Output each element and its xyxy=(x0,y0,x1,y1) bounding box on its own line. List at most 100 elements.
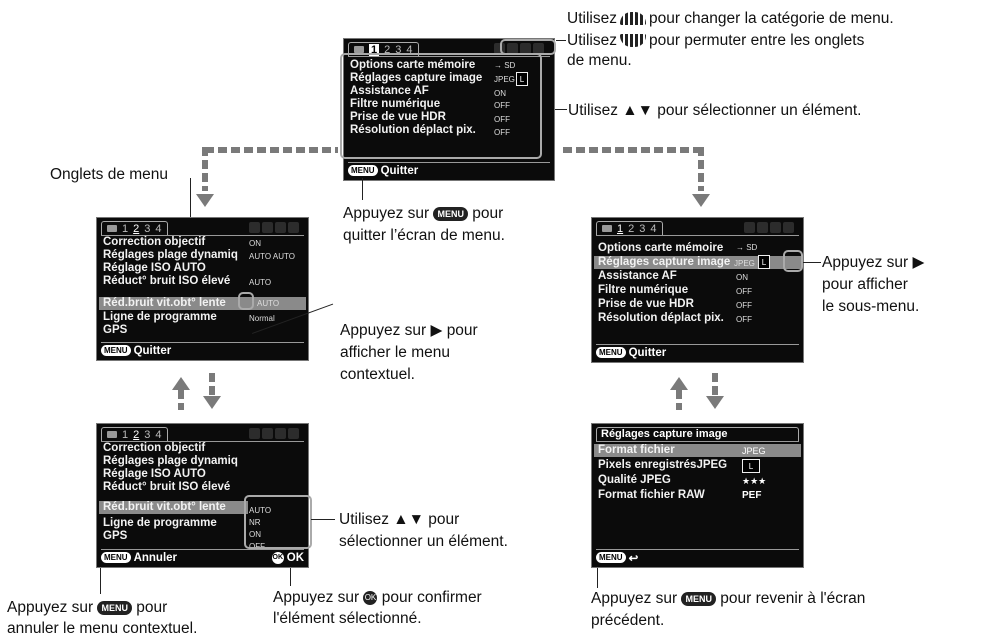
menu-item[interactable]: Options carte mémoire xyxy=(598,242,724,254)
highlight-frame xyxy=(340,53,542,159)
flow-arrow-down xyxy=(692,194,710,207)
menu-item[interactable]: Ligne de programme xyxy=(103,517,217,529)
annotation-back-l2: précédent. xyxy=(591,612,665,629)
menu-item[interactable]: Correction objectif xyxy=(103,442,206,454)
leader-line xyxy=(803,262,821,263)
menu-item[interactable]: Options carte mémoire xyxy=(350,59,476,71)
camera-icon xyxy=(602,225,612,232)
tab-3[interactable]: 3 xyxy=(639,222,646,235)
menu-item-selected[interactable]: Réd.bruit vit.obt° lente xyxy=(103,297,226,309)
menu-item[interactable]: Prise de vue HDR xyxy=(350,111,446,123)
tab-4[interactable]: 4 xyxy=(155,222,162,235)
popup-option[interactable]: ON xyxy=(249,530,261,539)
submenu-item-selected[interactable]: Format fichier xyxy=(598,444,675,456)
item-value: ON xyxy=(494,89,506,98)
annotation-select-2: Utilisez ▲▼ pour xyxy=(339,511,460,528)
annotation-context-1: Appuyez sur ▶ pour xyxy=(340,322,478,339)
other-tabs xyxy=(249,222,299,233)
annotation-tabs-l2: de menu. xyxy=(567,52,632,69)
menu-item[interactable]: GPS xyxy=(103,530,128,542)
item-value: OFF xyxy=(494,128,510,137)
tab-3[interactable]: 3 xyxy=(144,428,151,441)
menu-item[interactable]: Réduct° bruit ISO élevé xyxy=(103,275,231,287)
menu-item[interactable]: Réglage ISO AUTO xyxy=(103,262,206,274)
menu-button-icon: MENU xyxy=(596,552,626,563)
highlight-frame xyxy=(244,495,312,549)
item-value: AUTO AUTO xyxy=(249,252,295,261)
flow-arrow-down xyxy=(706,396,724,409)
popup-option[interactable]: AUTO xyxy=(249,506,272,515)
tab-2[interactable]: 2 xyxy=(133,428,140,441)
menu-item[interactable]: Ligne de programme xyxy=(103,311,217,323)
menu-item[interactable]: Assistance AF xyxy=(350,85,429,97)
tab-2[interactable]: 2 xyxy=(384,43,391,56)
annotation-back: Appuyez sur MENU pour revenir à l'écran xyxy=(591,590,866,607)
tab-1[interactable]: 1 xyxy=(369,43,380,56)
menu-button-icon: MENU xyxy=(348,165,378,176)
menu-screen-right: 1 2 3 4 Options carte mémoire Réglages c… xyxy=(591,217,804,363)
row-highlight xyxy=(594,256,801,269)
annotation-submenu-3: le sous-menu. xyxy=(822,298,920,315)
item-value: L xyxy=(742,459,760,473)
menu-item[interactable]: Filtre numérique xyxy=(350,98,441,110)
tab-3[interactable]: 3 xyxy=(144,222,151,235)
menu-item[interactable]: Prise de vue HDR xyxy=(598,298,694,310)
tab-2[interactable]: 2 xyxy=(628,222,635,235)
menu-item[interactable]: Filtre numérique xyxy=(598,284,689,296)
annotation-onglets: Onglets de menu xyxy=(50,166,169,183)
item-value: Normal xyxy=(249,314,275,323)
tab-1[interactable]: 1 xyxy=(122,428,129,441)
menu-item[interactable]: Réglages plage dynamiq xyxy=(103,249,238,261)
tab-3[interactable]: 3 xyxy=(395,43,402,56)
popup-option[interactable]: NR xyxy=(249,518,261,527)
tab-1[interactable]: 1 xyxy=(122,222,129,235)
flow-connector xyxy=(563,147,701,153)
item-value: OFF xyxy=(494,115,510,124)
flow-arrow-down xyxy=(203,396,221,409)
tab-1[interactable]: 1 xyxy=(617,222,624,235)
menu-item[interactable]: GPS xyxy=(103,324,128,336)
menu-button-icon: MENU xyxy=(681,591,716,606)
annotation-select-top: Utilisez ▲▼ pour sélectionner un élément… xyxy=(568,102,862,119)
submenu-item[interactable]: Qualité JPEG xyxy=(598,474,671,486)
flow-connector xyxy=(178,390,184,410)
highlight-frame xyxy=(500,39,556,55)
annotation-cancel-l2: annuler le menu contextuel. xyxy=(7,620,198,637)
tab-4[interactable]: 4 xyxy=(650,222,657,235)
item-value: OFF xyxy=(736,287,752,296)
other-tabs xyxy=(249,428,299,439)
tab-4[interactable]: 4 xyxy=(155,428,162,441)
submenu-item[interactable]: Pixels enregistrésJPEG xyxy=(598,459,728,471)
annotation-quit: Appuyez sur MENU pour xyxy=(343,205,504,222)
item-value: JPEG xyxy=(734,259,755,268)
menu-item[interactable]: Réglage ISO AUTO xyxy=(103,468,206,480)
menu-item-selected[interactable]: Réd.bruit vit.obt° lente xyxy=(103,501,226,513)
tab-2[interactable]: 2 xyxy=(133,222,140,235)
row-highlight xyxy=(99,501,248,514)
menu-item-selected[interactable]: Réglages capture image xyxy=(598,256,731,268)
menu-item[interactable]: Réglages capture image xyxy=(350,72,483,84)
submenu-item[interactable]: Format fichier RAW xyxy=(598,489,705,501)
menu-button-icon: MENU xyxy=(101,552,131,563)
menu-item[interactable]: Résolution déplact pix. xyxy=(598,312,724,324)
popup-option[interactable]: OFF xyxy=(249,542,265,551)
menu-tabs: 1 2 3 4 xyxy=(348,42,419,56)
menu-item[interactable]: Résolution déplact pix. xyxy=(350,124,476,136)
item-value: → SD xyxy=(494,61,516,70)
menu-item[interactable]: Assistance AF xyxy=(598,270,677,282)
tab-4[interactable]: 4 xyxy=(406,43,413,56)
leader-line xyxy=(362,178,363,200)
flow-connector xyxy=(209,373,215,395)
image-size-icon: L xyxy=(516,72,528,86)
menu-item[interactable]: Réduct° bruit ISO élevé xyxy=(103,481,231,493)
front-dial-icon xyxy=(619,12,646,26)
menu-item[interactable]: Correction objectif xyxy=(103,236,206,248)
annotation-confirm-l2: l'élément sélectionné. xyxy=(273,610,422,627)
menu-tabs: 1 2 3 4 xyxy=(596,221,663,235)
leader-line xyxy=(311,519,335,520)
menu-item[interactable]: Réglages plage dynamiq xyxy=(103,455,238,467)
